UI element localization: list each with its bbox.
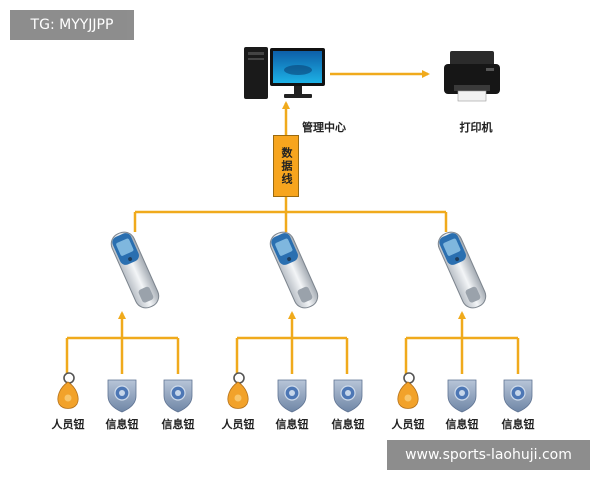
- button-label: 人员钮: [51, 418, 85, 431]
- printer-icon: [444, 51, 500, 102]
- connector-lines: [65, 70, 520, 374]
- button-label: 人员钮: [221, 418, 255, 431]
- shield-button-icon: [333, 379, 363, 413]
- shield-button-icon: [107, 379, 137, 413]
- button-label: 信息钮: [445, 418, 479, 431]
- button-label: 信息钮: [275, 418, 309, 431]
- button-label: 信息钮: [501, 418, 535, 431]
- center-label: 管理中心: [302, 121, 346, 134]
- printer-label: 打印机: [459, 121, 493, 134]
- key-fob-icon: [227, 372, 249, 409]
- key-fob-icon: [397, 372, 419, 409]
- button-label: 信息钮: [105, 418, 139, 431]
- shield-button-icon: [163, 379, 193, 413]
- shield-button-icon: [447, 379, 477, 413]
- button-label: 人员钮: [391, 418, 425, 431]
- handheld-reader-icon: [437, 231, 487, 309]
- watermark-bottom-right: www.sports-laohuji.com: [387, 440, 590, 470]
- button-label: 信息钮: [331, 418, 365, 431]
- key-fob-icon: [57, 372, 79, 409]
- handheld-reader-icon: [269, 231, 319, 309]
- shield-button-icon: [277, 379, 307, 413]
- desktop-computer-icon: [244, 47, 325, 99]
- watermark-top-left: TG: MYYJJPP: [10, 10, 134, 40]
- data-line-box: 数据线: [273, 135, 299, 197]
- data-line-label: 数据线: [280, 146, 293, 186]
- shield-button-icon: [503, 379, 533, 413]
- button-label: 信息钮: [161, 418, 195, 431]
- handheld-reader-icon: [110, 231, 160, 309]
